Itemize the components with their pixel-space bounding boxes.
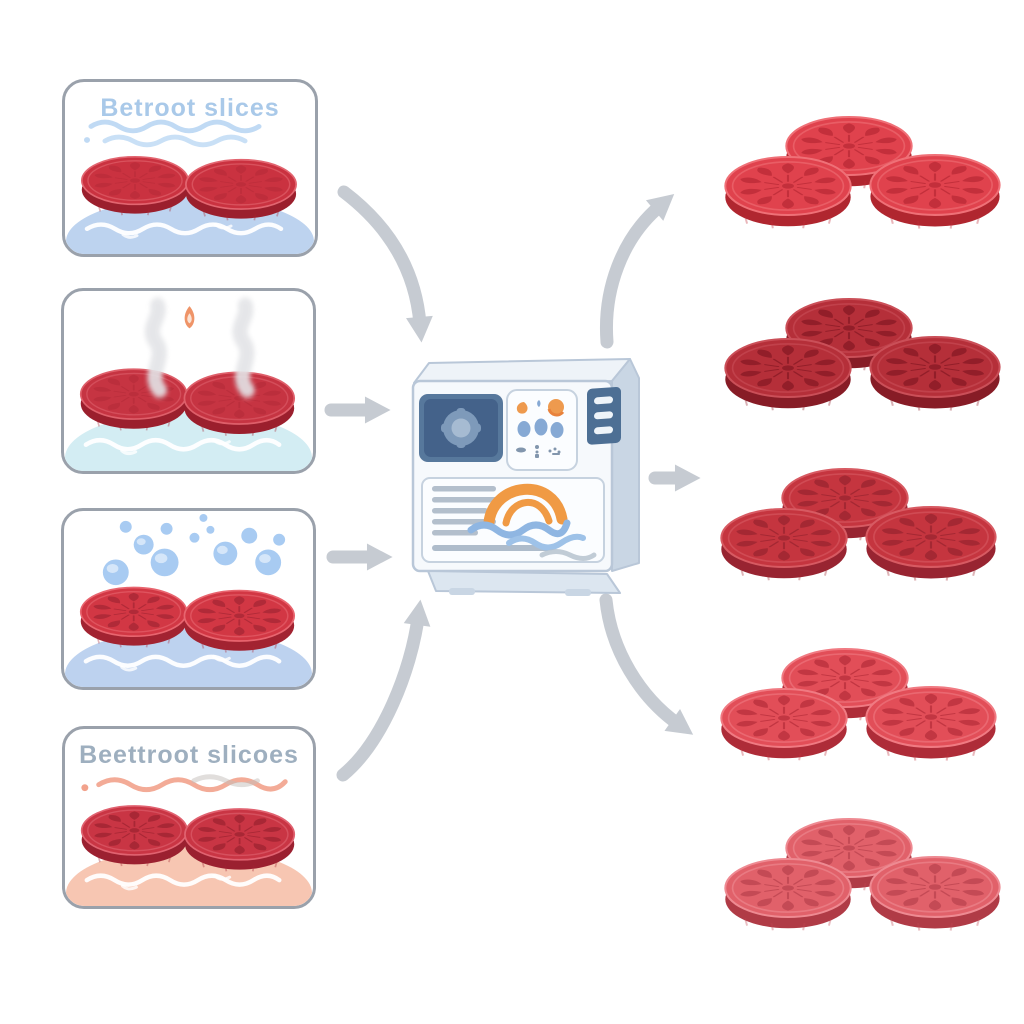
panel-illustration (66, 119, 314, 254)
pretreatment-panel-soaking: Betroot slices (62, 79, 318, 257)
pretreatment-panel-resting: Beettroot slicoes (62, 726, 316, 909)
water-waves (84, 119, 262, 148)
beetroot-slice (724, 857, 852, 931)
output-pile-3 (708, 460, 998, 610)
warm-wave (81, 774, 288, 793)
pool-squiggle (84, 222, 284, 239)
control-buttons (516, 399, 565, 438)
machine-logo (467, 483, 597, 561)
output-pile-1 (712, 108, 1002, 258)
beetroot-slice (724, 337, 852, 411)
pool-squiggle (84, 873, 282, 891)
pool-squiggle (83, 654, 282, 672)
panel-illustration (65, 297, 312, 471)
dryer-machine-body (411, 358, 640, 596)
beetroot-slice (865, 506, 997, 581)
panel-illustration (66, 774, 312, 906)
drying-machine (411, 358, 640, 596)
machine-base (427, 570, 621, 594)
dried-slices (724, 297, 1001, 411)
panel-title: Beettroot slicoes (79, 741, 299, 769)
arrow-input-1 (337, 185, 433, 343)
beetroot-slice (720, 687, 848, 761)
output-pile-4 (708, 640, 998, 790)
arrow-output-4 (599, 593, 694, 735)
beetroot-slice (720, 507, 848, 581)
beetroot-slice (185, 158, 297, 221)
beetroot-slice (79, 368, 188, 431)
pretreatment-panel-steaming (61, 288, 316, 474)
machine-fan-knob (441, 408, 481, 448)
flame-icon (184, 306, 195, 329)
beetroot-slice (869, 336, 1001, 411)
machine-top-face (413, 358, 631, 384)
steam-wisps (144, 297, 255, 398)
dried-slices (724, 115, 1001, 229)
water-droplets (102, 513, 286, 586)
beetroot-slice (869, 856, 1001, 931)
beetroot-slice (184, 808, 296, 872)
label-text-lines (432, 486, 550, 551)
beetroot-slice (869, 154, 1001, 229)
dried-slices (720, 647, 997, 761)
beetroot-slice (724, 155, 852, 229)
pool-squiggle (83, 437, 282, 456)
beetroot-slice (80, 805, 189, 867)
beetroot-slice (183, 589, 296, 653)
beetroot-slice (183, 371, 296, 436)
beetroot-slice (79, 586, 188, 648)
beetroot-slice (865, 686, 997, 761)
machine-vent (587, 386, 621, 445)
beetroot-slice (80, 155, 190, 216)
arrow-output-1 (599, 194, 675, 349)
dried-slices (720, 467, 997, 581)
arrow-input-4 (336, 599, 431, 782)
panel-title: Betroot slices (100, 94, 280, 122)
output-pile-5 (712, 810, 1002, 960)
dried-slices (724, 817, 1001, 931)
pretreatment-panel-droplets (61, 508, 316, 690)
output-pile-2 (712, 290, 1002, 440)
control-glyphs (516, 445, 561, 458)
panel-illustration (65, 513, 312, 687)
